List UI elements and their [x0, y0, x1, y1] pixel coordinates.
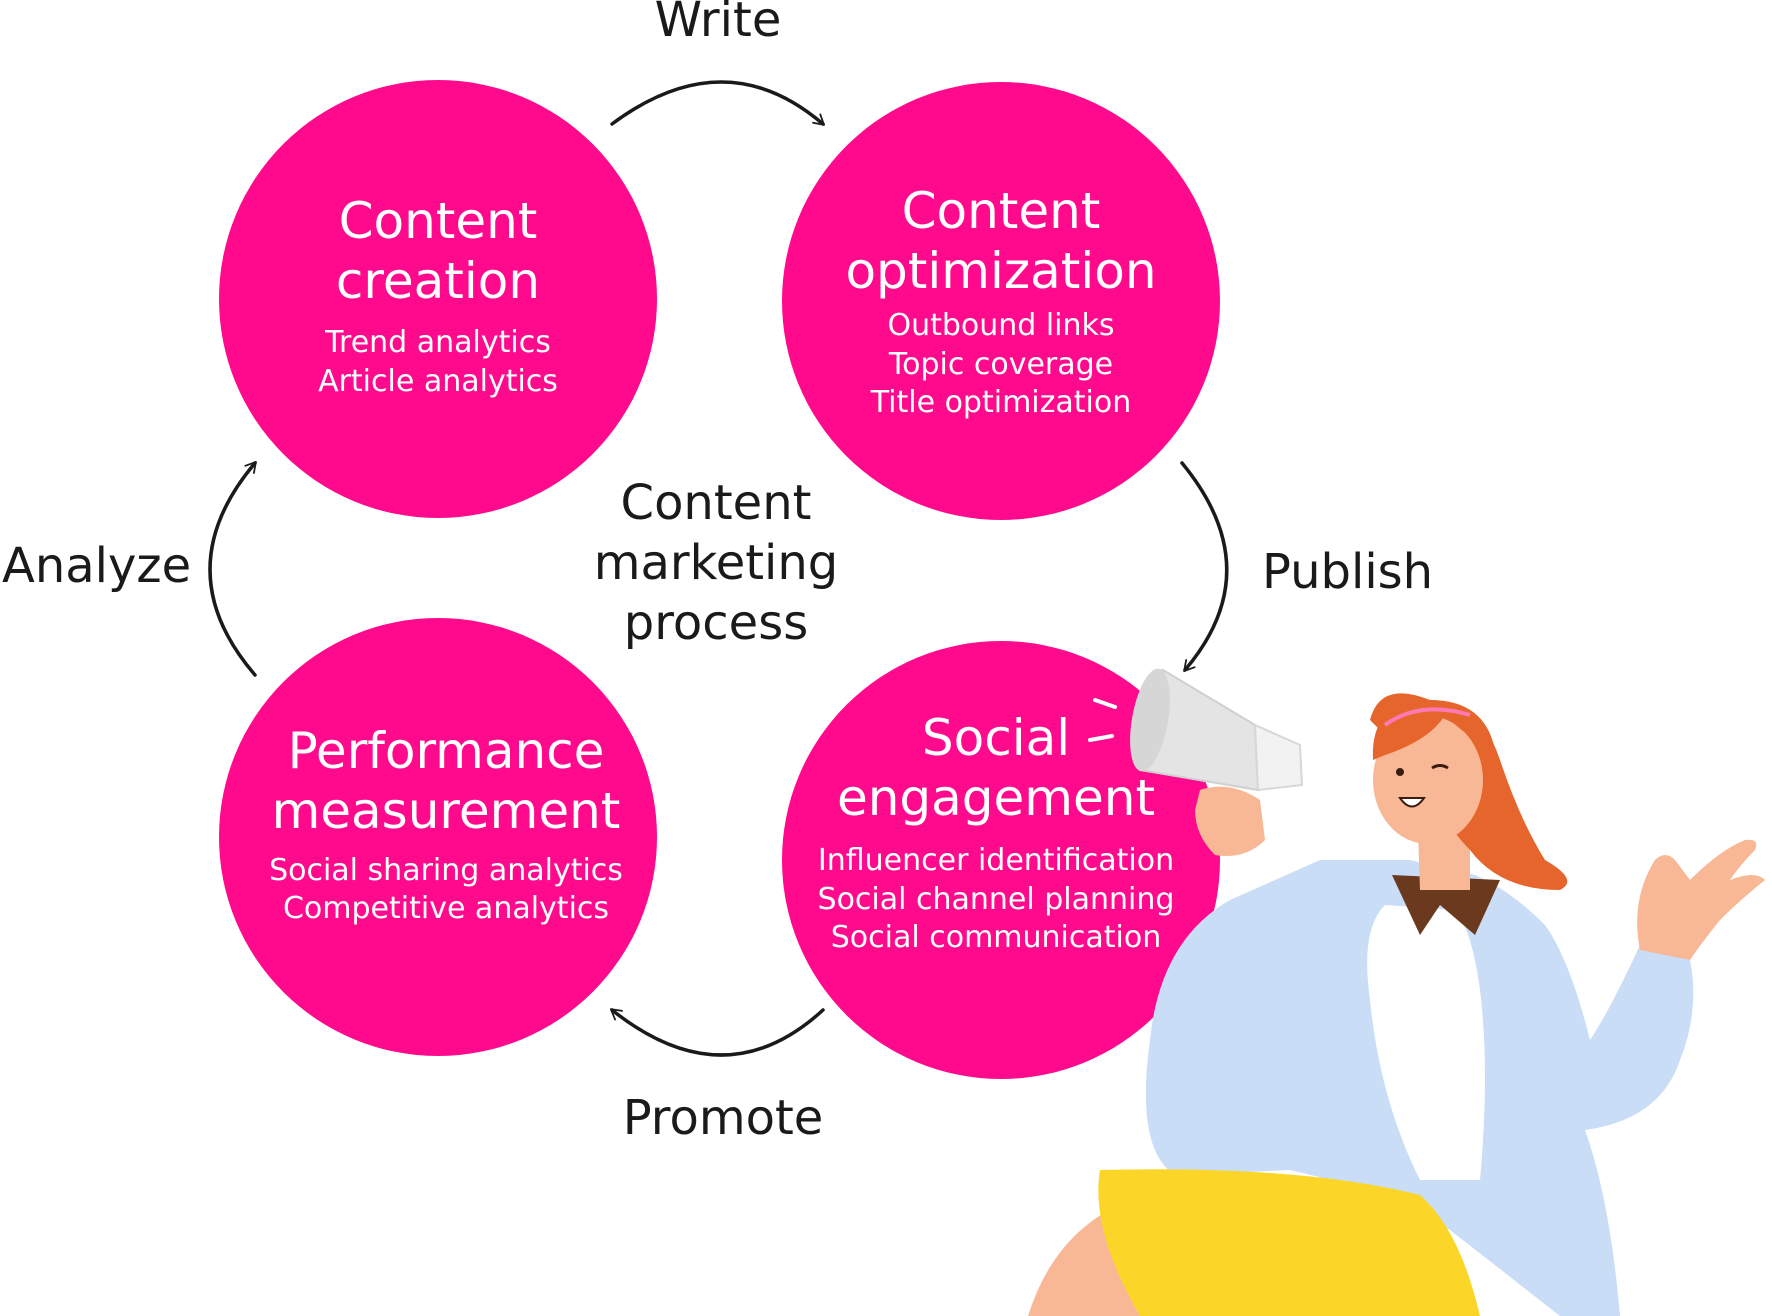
neck — [1418, 830, 1470, 890]
label-publish: Publish — [1262, 544, 1433, 600]
megaphone-body — [1253, 723, 1304, 792]
circle-engagement-shape — [782, 641, 1220, 1079]
engagement-title-line-1: Social — [922, 709, 1070, 767]
circle-creation-shape — [219, 80, 657, 518]
center-label-line-1: Content — [621, 475, 812, 531]
left-hand — [1195, 786, 1265, 856]
center-label-line-2: marketing — [594, 535, 839, 591]
megaphone-mouth — [1130, 668, 1170, 772]
skirt — [1098, 1169, 1480, 1316]
woman-with-megaphone-illustration — [1028, 668, 1765, 1316]
shirt — [1367, 905, 1485, 1180]
engagement-item-2: Social channel planning — [818, 882, 1175, 917]
circle-measurement-shape — [219, 618, 657, 1056]
creation-title-line-2: creation — [336, 252, 540, 310]
arrow-write — [610, 80, 825, 126]
label-write: Write — [655, 0, 782, 48]
engagement-item-1: Influencer identification — [818, 843, 1174, 878]
creation-title-line-1: Content — [339, 192, 538, 250]
mouth — [1398, 797, 1426, 808]
engagement-text: Social engagement Influencer identificat… — [818, 709, 1175, 955]
measurement-item-2: Competitive analytics — [283, 891, 609, 926]
stage-circle-optimization: Content optimization Outbound links Topi… — [782, 82, 1220, 520]
eye-left — [1396, 768, 1404, 776]
creation-item-2: Article analytics — [318, 364, 558, 399]
measurement-title-line-1: Performance — [288, 722, 605, 780]
arrow-promote — [610, 1008, 825, 1057]
hair-band — [1383, 707, 1471, 727]
optimization-item-1: Outbound links — [887, 308, 1114, 343]
eye-right — [1431, 764, 1449, 770]
optimization-title-line-1: Content — [902, 182, 1101, 240]
label-promote: Promote — [623, 1090, 824, 1146]
sound-line-1 — [1093, 698, 1117, 709]
stage-circle-engagement — [782, 641, 1220, 1079]
collar — [1392, 875, 1500, 935]
engagement-item-3: Social communication — [831, 920, 1161, 955]
optimization-item-3: Title optimization — [870, 385, 1131, 420]
measurement-item-1: Social sharing analytics — [269, 853, 623, 888]
stage-circle-measurement: Performance measurement Social sharing a… — [219, 618, 657, 1056]
arrow-publish — [1180, 461, 1229, 672]
arrow-analyze — [208, 461, 257, 677]
left-arm — [1160, 900, 1250, 1140]
creation-item-1: Trend analytics — [324, 325, 551, 360]
megaphone-icon — [1088, 668, 1304, 792]
stage-circle-creation: Content creation Trend analytics Article… — [219, 80, 657, 518]
measurement-title-line-2: measurement — [272, 782, 621, 840]
center-label-line-3: process — [624, 595, 808, 651]
center-label: Content marketing process — [594, 475, 839, 651]
circle-optimization-shape — [782, 82, 1220, 520]
optimization-item-2: Topic coverage — [888, 347, 1113, 382]
optimization-title-line-2: optimization — [845, 242, 1156, 300]
label-analyze: Analyze — [2, 538, 191, 594]
engagement-title-line-2: engagement — [837, 769, 1155, 827]
sound-line-2 — [1088, 734, 1114, 742]
right-hand — [1637, 839, 1765, 960]
